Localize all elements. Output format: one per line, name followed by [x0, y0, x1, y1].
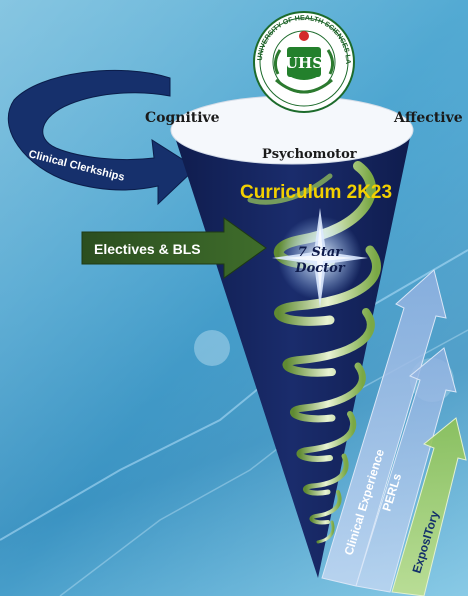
perls-arrow: [355, 347, 457, 593]
background-glow-dot: [194, 330, 230, 366]
curriculum-title: Curriculum 2K23: [240, 182, 392, 203]
vertical-arrows: Clinical Experience PERLs ExposITory: [321, 269, 467, 596]
clinical-experience-arrow: [321, 269, 447, 587]
psychomotor-label: Psychomotor: [262, 147, 357, 162]
uhs-emblem-text: UHS: [285, 54, 323, 72]
background-line: [0, 249, 468, 541]
electives-label: Electives & BLS: [94, 241, 201, 257]
star-line2: Doctor: [294, 261, 346, 276]
cognitive-label: Cognitive: [145, 110, 220, 126]
star-line1: 7 Star: [298, 245, 343, 260]
electives-arrow: [81, 217, 267, 279]
affective-label: Affective: [393, 110, 463, 126]
exposure-arrow: [391, 417, 467, 596]
clinical-clerkships-arrow: [7, 69, 197, 206]
seven-star-doctor: 7 Star Doctor: [272, 208, 368, 308]
